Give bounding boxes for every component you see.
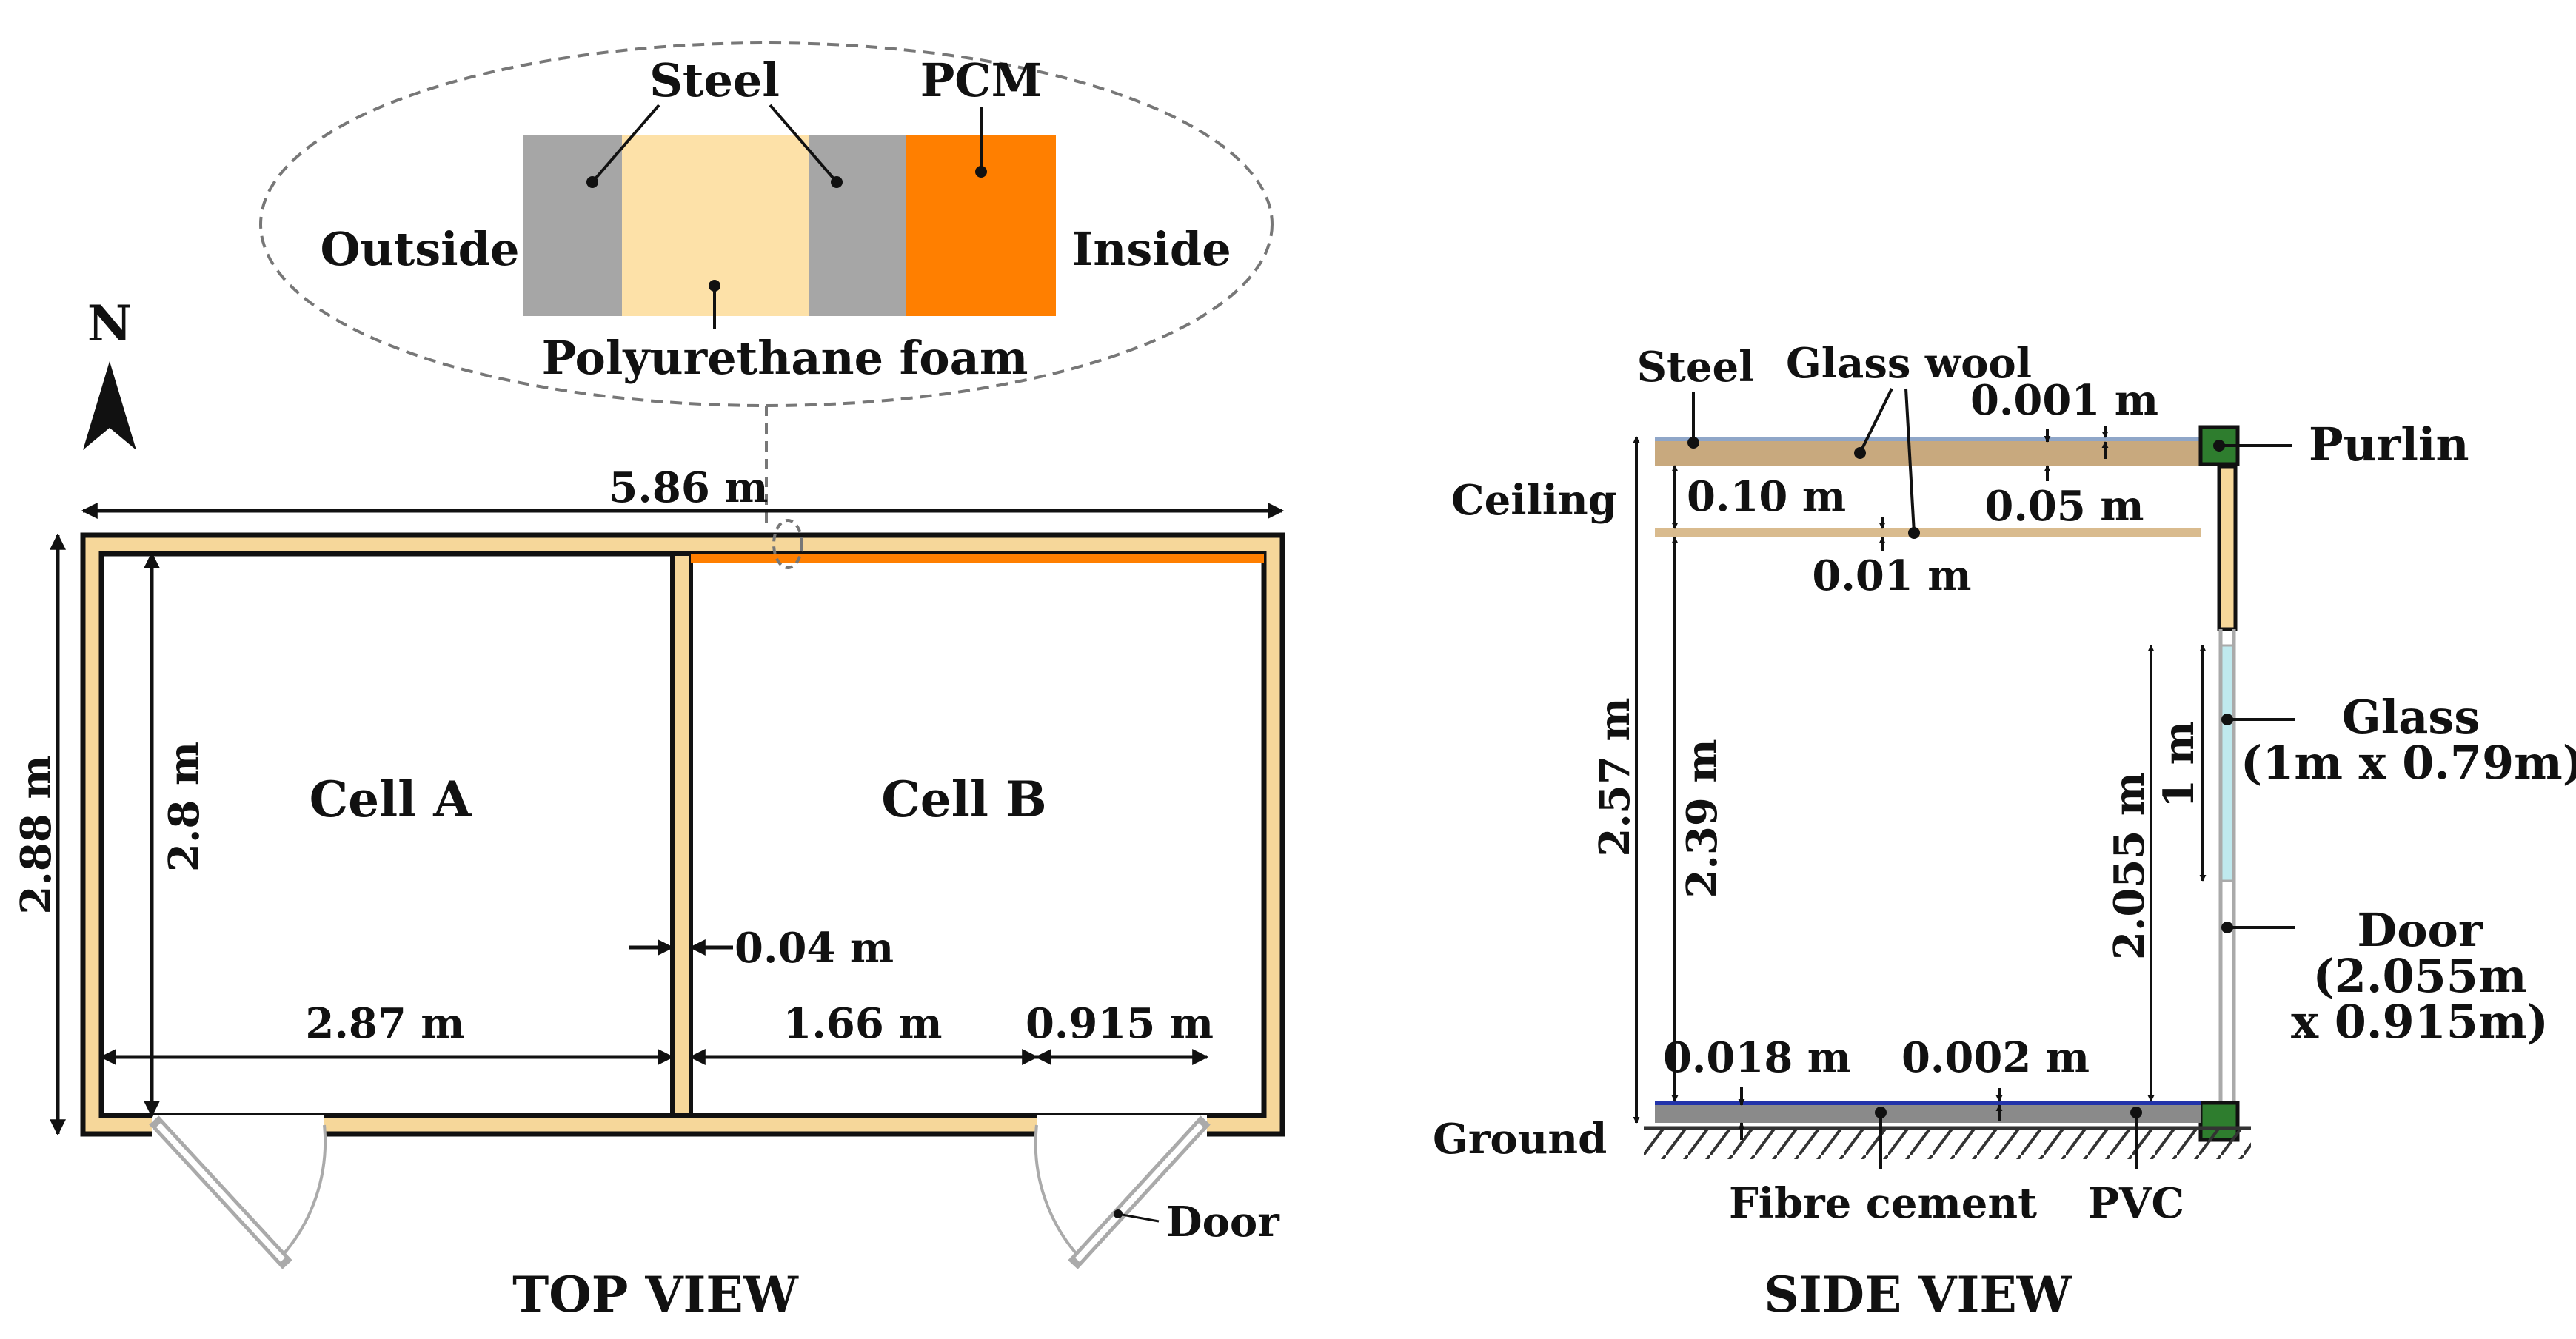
dim-239-label: 2.39 m — [1678, 739, 1727, 898]
cell-b-label: Cell B — [881, 771, 1046, 828]
ceiling-label: Ceiling — [1451, 476, 1617, 525]
dim-257-label: 2.57 m — [1590, 697, 1639, 856]
detail-marker — [772, 519, 803, 569]
dim-001-label: 0.01 m — [1812, 551, 1971, 600]
dim-2055-label: 2.055 m — [2105, 772, 2154, 960]
door-gap-a — [152, 1115, 324, 1138]
top-view: N Door 5.86 m 2.88 m — [12, 295, 1285, 1323]
side-view: Steel Glass wool 0.001 m 0.05 m Ceiling … — [1433, 339, 2576, 1323]
door-gap-b — [1037, 1115, 1207, 1138]
pcm-label: PCM — [920, 53, 1043, 107]
door-label: Door — [1166, 1198, 1280, 1246]
glass-label-1: Glass — [2342, 690, 2480, 744]
dim-inner-height-label: 2.8 m — [160, 742, 209, 872]
top-view-title: TOP VIEW — [512, 1266, 799, 1323]
dim-010-label: 0.10 m — [1687, 472, 1846, 521]
fibre-cement-label: Fibre cement — [1729, 1179, 2037, 1228]
dim-005-label: 0.05 m — [1984, 482, 2144, 531]
dim-door-label: 0.915 m — [1026, 999, 1214, 1048]
cell-a-label: Cell A — [310, 771, 472, 828]
sv-glass-wool-label: Glass wool — [1786, 339, 2032, 388]
side-view-title: SIDE VIEW — [1764, 1266, 2072, 1323]
sv-steel-label: Steel — [1637, 343, 1755, 392]
steel-dot-right — [831, 176, 843, 188]
ground-hatch — [1644, 1130, 2251, 1159]
ground-label: Ground — [1433, 1115, 1607, 1164]
foam-dot — [709, 280, 720, 292]
door-a — [149, 1115, 327, 1269]
dim-partition-label: 0.04 m — [735, 924, 894, 973]
wall-detail: Outside Inside Steel PCM Polyurethane fo… — [259, 41, 1274, 529]
inner-steel-layer — [809, 135, 906, 316]
dim-width-label: 5.86 m — [609, 463, 768, 512]
steel-label: Steel — [649, 53, 780, 107]
dim-1m-label: 1 m — [2155, 721, 2204, 808]
steel-leader-right — [769, 104, 838, 184]
roof-glass-wool — [1655, 441, 2201, 466]
north-label: N — [87, 295, 132, 352]
outside-label: Outside — [321, 222, 520, 276]
floor-fibre-cement — [1655, 1105, 2201, 1123]
dim-0018-label: 0.018 m — [1663, 1033, 1851, 1082]
door-label-3: x 0.915m) — [2291, 995, 2549, 1049]
floor-pvc — [1655, 1101, 2201, 1105]
door-b — [1034, 1115, 1211, 1269]
side-wall-upper — [2217, 464, 2238, 631]
purlin-label: Purlin — [2309, 417, 2469, 471]
ceiling-layer — [1655, 528, 2201, 537]
pcm-dot — [975, 166, 987, 178]
dim-b-left-label: 1.66 m — [783, 999, 942, 1048]
foam-label: Polyurethane foam — [542, 331, 1028, 385]
door-leader — [1117, 1212, 1160, 1223]
door-label-1: Door — [2357, 903, 2483, 957]
pcm-strip — [691, 554, 1264, 563]
dim-cell-a-label: 2.87 m — [305, 999, 464, 1048]
steel-dot-left — [586, 176, 598, 188]
pvc-label: PVC — [2088, 1179, 2184, 1228]
partition-wall — [670, 551, 693, 1118]
roof-steel — [1655, 437, 2201, 441]
door-label-2: (2.055m — [2312, 949, 2526, 1003]
inside-label: Inside — [1071, 222, 1231, 276]
north-arrow-icon — [83, 361, 136, 450]
glass-label-2: (1m x 0.79m) — [2241, 736, 2576, 790]
outer-steel-layer — [523, 135, 622, 316]
glass-pane — [2219, 644, 2235, 882]
dim-0002-label: 0.002 m — [1901, 1033, 2090, 1082]
dim-outer-height-label: 2.88 m — [12, 755, 61, 914]
steel-leader-left — [591, 104, 660, 184]
dim-0001-label: 0.001 m — [1970, 376, 2158, 425]
